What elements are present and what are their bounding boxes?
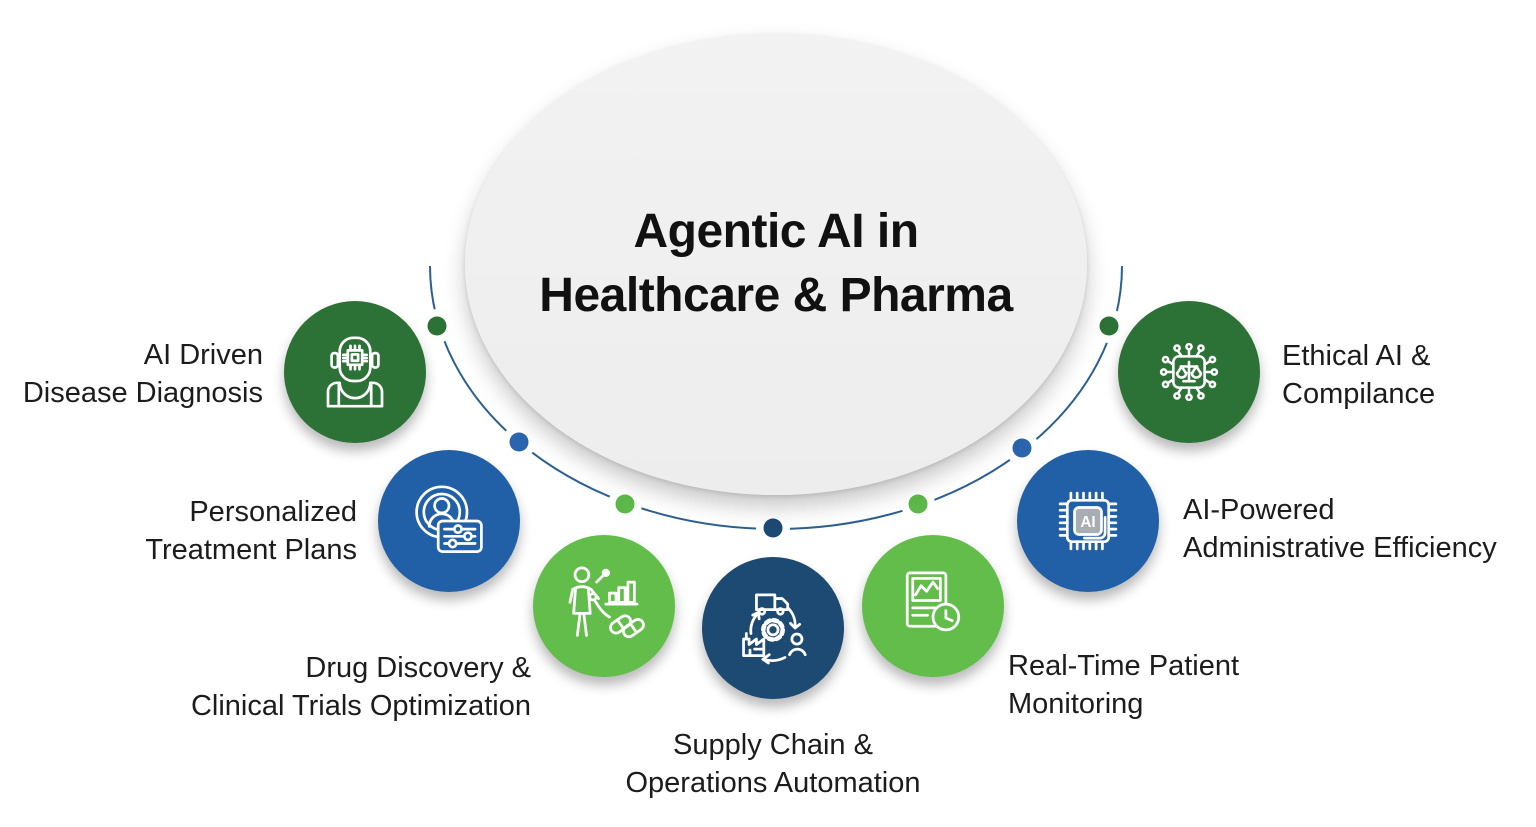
patient-profile-sliders-icon bbox=[415, 485, 483, 553]
arc-dot-1 bbox=[427, 316, 447, 336]
label-supply-chain-operations: Supply Chain & Operations Automation bbox=[625, 729, 921, 799]
node-supply-chain-operations bbox=[702, 557, 844, 699]
supply-chain-cycle-icon bbox=[742, 593, 807, 665]
arc-dot-5 bbox=[908, 494, 928, 514]
ai-chip-label: AI bbox=[1080, 514, 1095, 531]
label-drug-discovery-clinical-trials: Drug Discovery & Clinical Trials Optimiz… bbox=[190, 652, 531, 722]
diagram-title: Agentic AI in Healthcare & Pharma bbox=[539, 205, 1013, 322]
node-real-time-patient-monitoring bbox=[862, 535, 1004, 677]
arc-dot-7 bbox=[1099, 316, 1119, 336]
label-ethical-ai-compilance: Ethical AI & Compilance bbox=[1282, 340, 1436, 410]
node-ai-driven-disease-diagnosis bbox=[284, 301, 426, 443]
arc-dot-2 bbox=[509, 432, 529, 452]
arc-dot-4 bbox=[763, 518, 783, 538]
robot-icon bbox=[326, 336, 384, 408]
ai-chip-icon: AI bbox=[1058, 491, 1118, 551]
label-ai-driven-disease-diagnosis: AI Driven Disease Diagnosis bbox=[22, 339, 263, 409]
label-ai-powered-admin-efficiency: AI-Powered Administrative Efficiency bbox=[1183, 494, 1497, 564]
label-personalized-treatment-plans: Personalized Treatment Plans bbox=[145, 496, 357, 566]
report-clock-icon bbox=[905, 571, 961, 632]
central-ellipse: Agentic AI in Healthcare & Pharma bbox=[465, 33, 1087, 495]
node-ai-powered-admin-efficiency: AI bbox=[1017, 450, 1159, 592]
ethics-scales-chip-icon bbox=[1159, 342, 1219, 402]
arc-dot-3 bbox=[615, 494, 635, 514]
node-drug-discovery-clinical-trials bbox=[533, 535, 675, 677]
node-ethical-ai-compilance bbox=[1118, 301, 1260, 443]
arc-dot-6 bbox=[1012, 438, 1032, 458]
node-personalized-treatment-plans bbox=[378, 450, 520, 592]
label-real-time-patient-monitoring: Real-Time Patient Monitoring bbox=[1008, 650, 1240, 720]
person-chart-pills-icon bbox=[568, 566, 645, 639]
